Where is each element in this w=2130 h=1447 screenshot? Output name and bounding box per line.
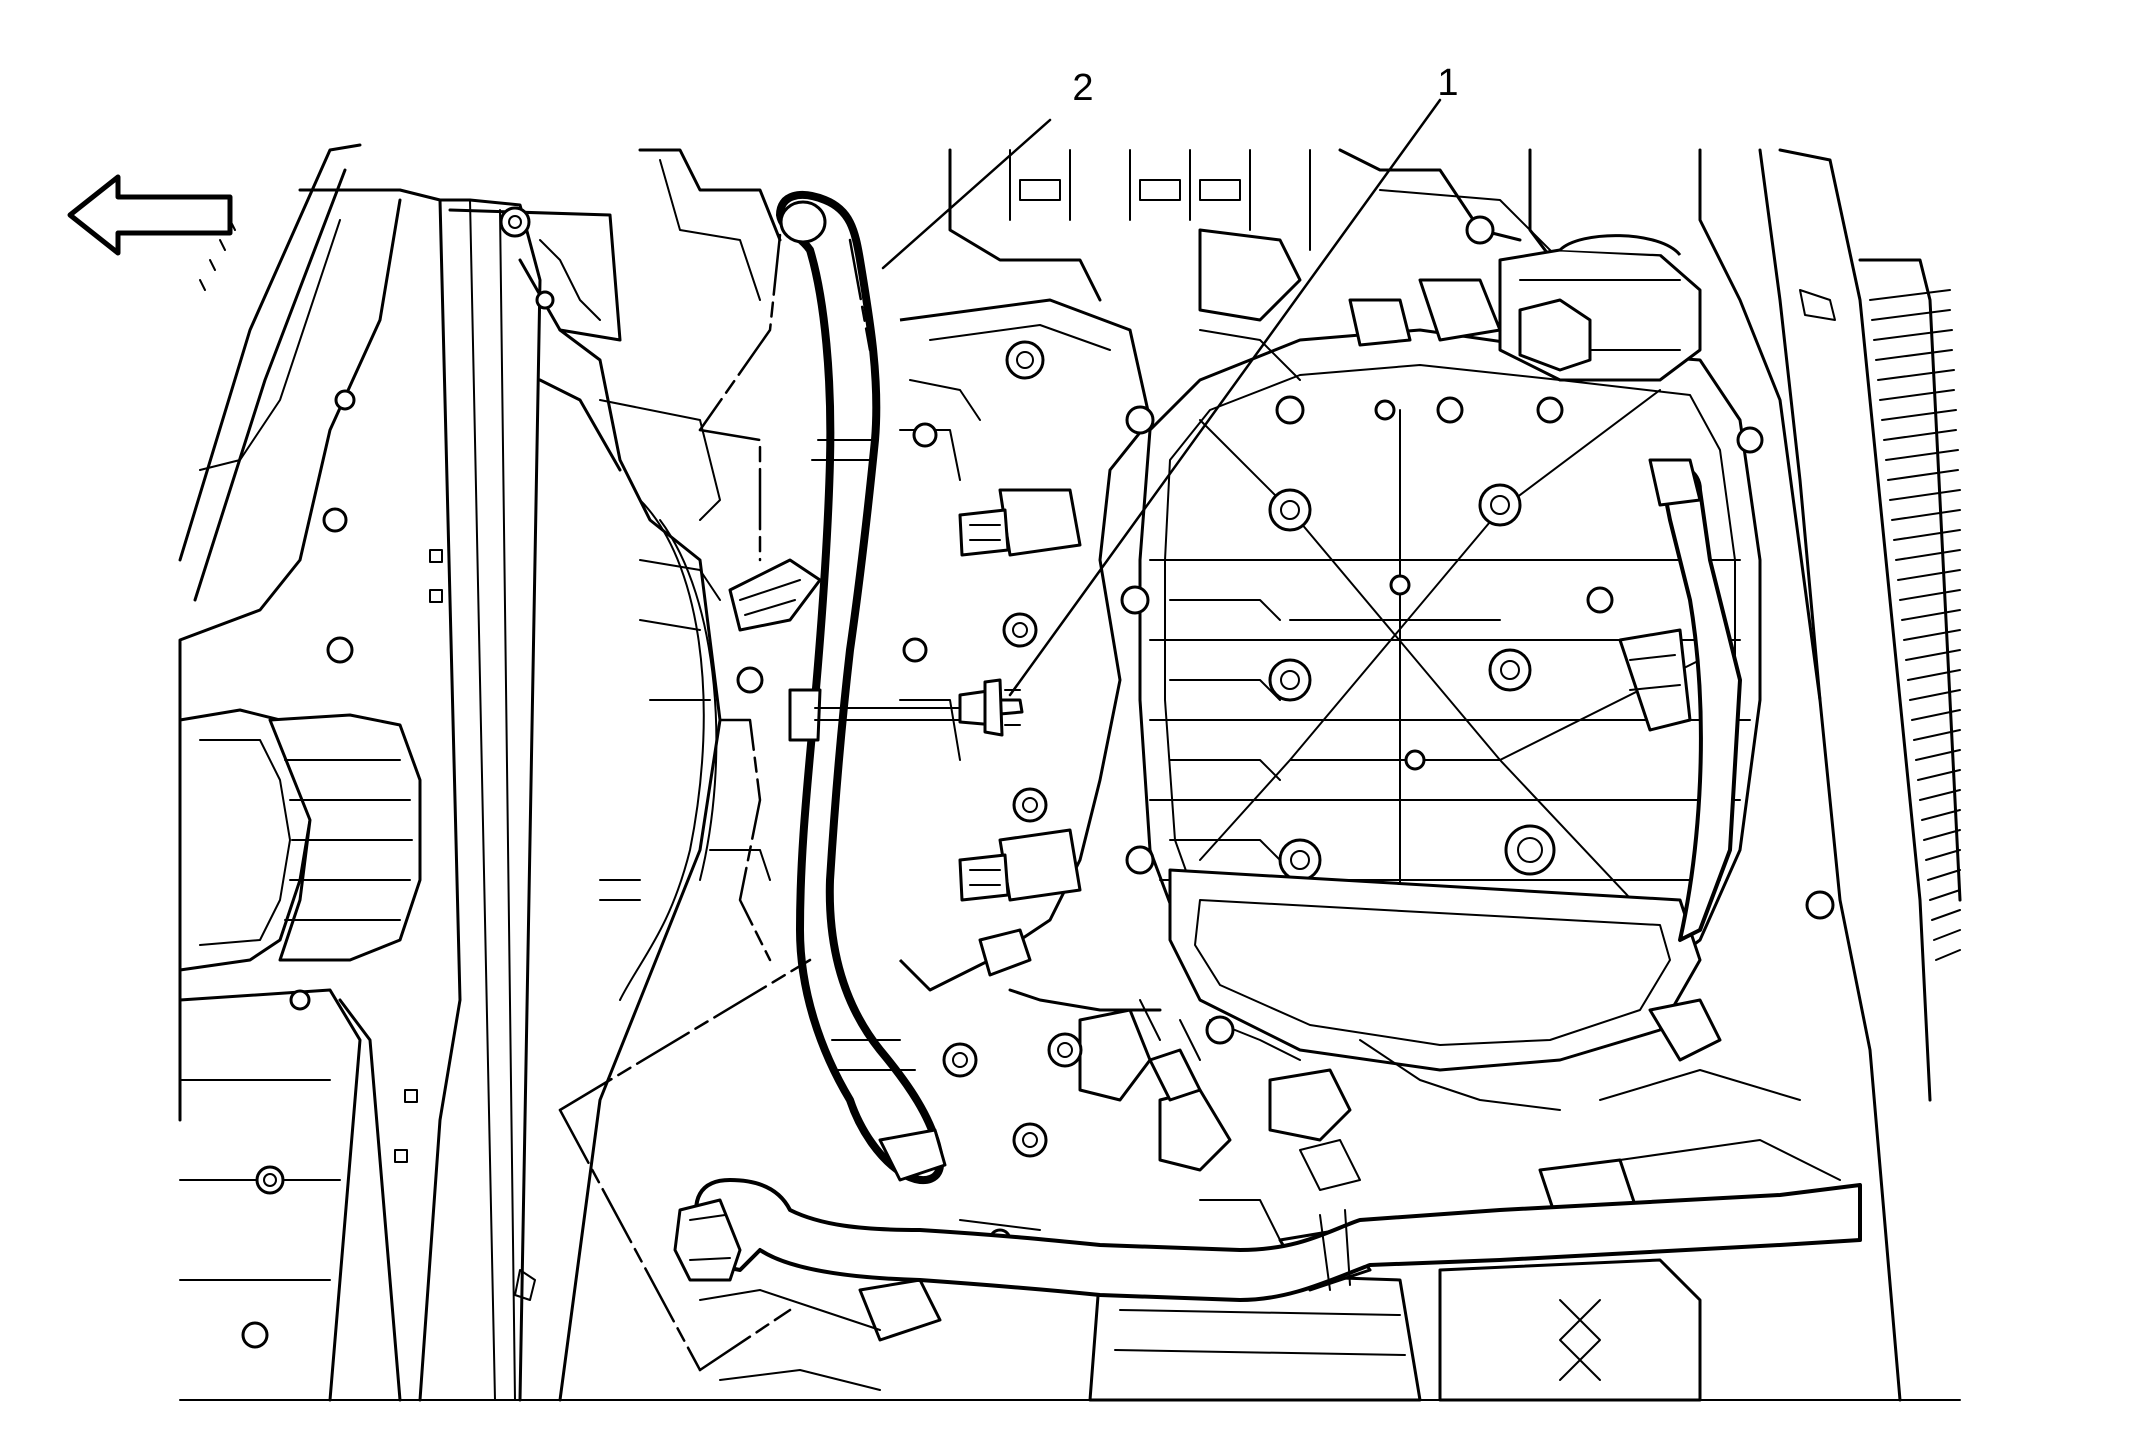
callout-label-1: 1 (1437, 62, 1458, 104)
upper-radiator-hose (776, 191, 947, 1184)
right-side-components (1599, 148, 1962, 1402)
manifold-bolts (1120, 396, 1614, 1036)
callout-leaders (881, 98, 1442, 697)
throttle-body-area (1198, 215, 1702, 425)
intake-manifold (1120, 328, 1762, 1072)
lower-radiator-hose (673, 1178, 1862, 1302)
callout-label-2: 2 (1072, 67, 1093, 109)
detail-view-lines (558, 233, 872, 1372)
cooling-fan-shroud (514, 290, 722, 1402)
hose-retainer-clip (814, 678, 1024, 737)
arrow-left-icon (67, 174, 233, 256)
misc-details (639, 422, 1202, 1102)
engine-valve-cover (898, 298, 1152, 1158)
left-radiator-support (178, 143, 622, 1402)
